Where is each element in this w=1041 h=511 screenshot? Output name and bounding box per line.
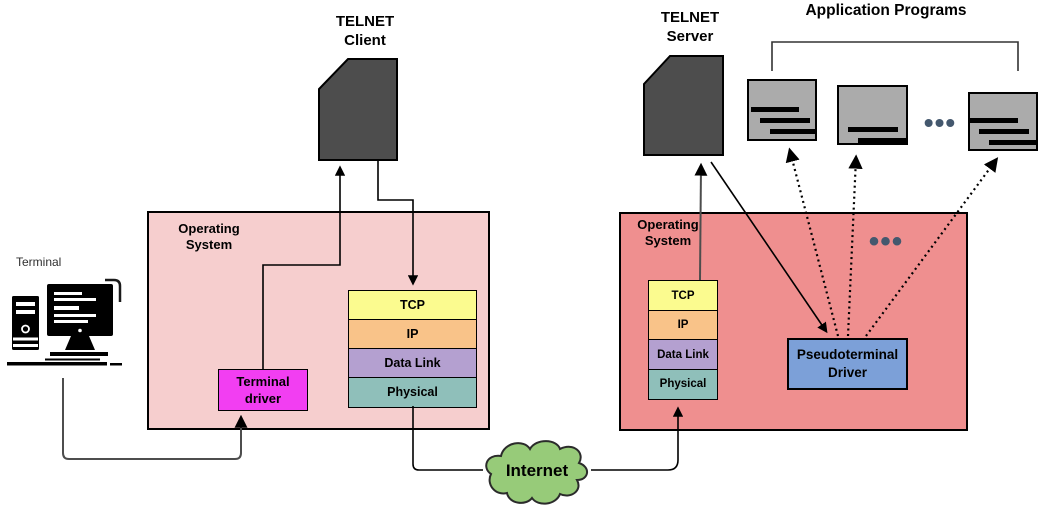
application-program-icon-1 — [747, 79, 817, 141]
terminal-label: Terminal — [16, 255, 62, 269]
internet-cloud-icon — [485, 440, 588, 505]
telnet-client-icon — [318, 58, 398, 161]
application-program-icon-3 — [968, 92, 1038, 151]
text-line-bar — [989, 140, 1038, 145]
server-os-title-line1: Operating — [637, 217, 699, 232]
client-os-title-line1: Operating — [178, 221, 240, 236]
pseudoterminal-driver-box: Pseudoterminal Driver — [787, 338, 908, 390]
client-layer-datalink: Data Link — [348, 348, 477, 379]
client-os-title-line2: System — [185, 237, 233, 252]
more-programs-ellipsis: ••• — [923, 107, 957, 138]
pseudoterminal-driver-label-line2: Driver — [827, 365, 868, 380]
telnet-client-label-line1: TELNET — [335, 13, 395, 30]
server-layer-physical: Physical — [648, 368, 718, 400]
telnet-server-label: TELNET Server — [649, 8, 731, 46]
terminal-computer-icon — [7, 278, 122, 366]
terminal-driver-label-line2: driver — [244, 391, 282, 406]
server-os-title-line2: System — [644, 233, 692, 248]
client-layer-physical: Physical — [348, 377, 477, 408]
client-os-title: Operating System — [164, 221, 254, 253]
server-layer-ip: IP — [648, 309, 718, 341]
terminal-driver-label-line1: Terminal — [236, 374, 290, 389]
client-protocol-stack: TCP IP Data Link Physical — [348, 290, 477, 408]
application-program-icon-2 — [837, 85, 908, 145]
server-layer-datalink: Data Link — [648, 339, 718, 370]
text-line-bar — [970, 118, 1018, 123]
text-line-bar — [858, 138, 906, 143]
text-line-bar — [751, 107, 799, 112]
terminal-driver-box: Terminal driver — [218, 369, 308, 411]
telnet-server-icon — [643, 55, 724, 156]
telnet-server-label-line1: TELNET — [660, 9, 720, 26]
application-programs-label: Application Programs — [805, 2, 967, 19]
application-programs-bracket — [771, 41, 1019, 71]
text-line-bar — [848, 127, 898, 132]
pseudoterminal-driver-label-line1: Pseudoterminal — [796, 347, 899, 362]
server-protocol-stack: TCP IP Data Link Physical — [648, 280, 718, 400]
text-line-bar — [979, 129, 1029, 134]
internet-label: Internet — [505, 461, 569, 480]
client-layer-tcp: TCP — [348, 290, 477, 321]
telnet-server-label-line2: Server — [666, 28, 714, 45]
telnet-client-label-line2: Client — [344, 32, 386, 49]
telnet-client-label: TELNET Client — [324, 12, 406, 50]
client-layer-ip: IP — [348, 319, 477, 350]
more-drivers-ellipsis: ••• — [868, 225, 904, 258]
server-layer-tcp: TCP — [648, 280, 718, 311]
text-line-bar — [770, 129, 817, 134]
text-line-bar — [760, 118, 810, 123]
server-os-title: Operating System — [623, 217, 713, 249]
